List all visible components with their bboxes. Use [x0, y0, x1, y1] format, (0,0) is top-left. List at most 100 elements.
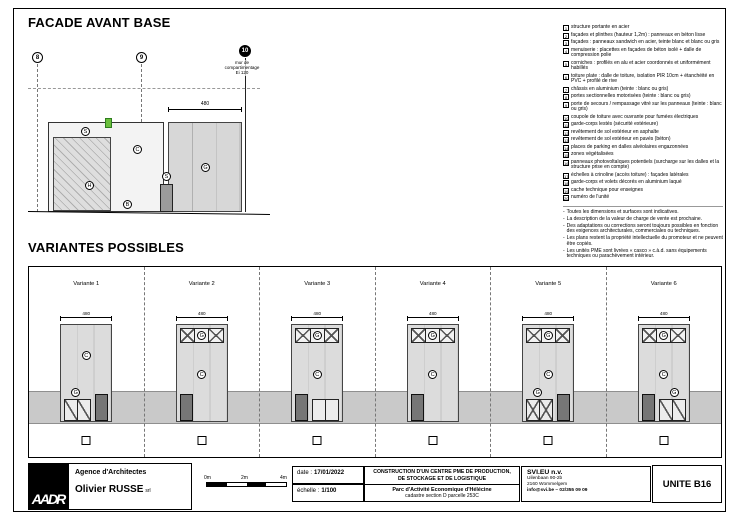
wall-note-line: compartimentage — [224, 65, 260, 71]
legend-note: La description de la valeur de charge de… — [563, 216, 723, 223]
dimension-line — [637, 315, 690, 321]
legend-item: 13 revêtement de sol extérieur en pavés … — [563, 136, 723, 143]
legend-item-number: 8 — [563, 94, 569, 100]
client-address2: 2160 Wommelgem — [527, 481, 568, 487]
legend-item-number: 3 — [563, 40, 569, 46]
label-circle-s: S — [162, 172, 171, 181]
client-block: SVI.EU n.v. Uilenbaan 90-2b 2160 Wommelg… — [521, 466, 651, 502]
legend-item: 19 cache technique pour enseignes — [563, 187, 723, 194]
legend-item-number: 11 — [563, 122, 569, 128]
facade-dimension: 480 — [168, 101, 242, 112]
legend-item-text: toiture plate : dalle de toiture, isolat… — [571, 72, 715, 85]
variant-door — [641, 394, 655, 421]
architect-name: Olivier RUSSE — [75, 484, 144, 495]
label-circle-g: G — [197, 331, 207, 340]
legend-item: 20 numéro de l'unité — [563, 194, 723, 201]
legend-item-text: zones végétalisées — [571, 151, 614, 157]
window-pane — [527, 329, 542, 342]
window-pane — [411, 329, 427, 342]
window-pane — [195, 329, 210, 342]
variant-checkbox[interactable] — [543, 436, 553, 445]
legend-item-text: structure portante en acier — [571, 24, 630, 30]
dimension-value: 480 — [659, 311, 668, 316]
scale-segment — [226, 483, 247, 486]
dimension-value: 480 — [544, 311, 553, 316]
variant-5: Variante 5 480 G C G — [491, 267, 607, 457]
legend-item-text: corniches : profilés en alu et acier coo… — [571, 59, 711, 72]
legend-item-number: 18 — [563, 180, 569, 186]
facade-left-bay: S C H B — [48, 122, 164, 212]
client-name: SVI.EU n.v. — [527, 469, 563, 476]
label-circle-h: H — [85, 181, 94, 190]
highlight-element — [105, 118, 112, 128]
label-circle-c: C — [133, 145, 142, 154]
legend-item-number: 6 — [563, 73, 569, 80]
bottom-windows — [658, 399, 686, 421]
variant-checkbox[interactable] — [659, 436, 669, 445]
scale-bar: 0m 2m 4m — [204, 475, 296, 487]
legend-item-text: châssis en aluminium (teinte : blanc ou … — [571, 85, 669, 92]
legend-item-text: numéro de l'unité — [571, 194, 610, 200]
wall-note-line: mur de — [234, 60, 249, 65]
variant-dimension: 480 — [175, 311, 228, 321]
label-circle-c: C — [543, 370, 553, 379]
legend-item-text: revêtement de sol extérieur en pavés (bé… — [571, 136, 671, 142]
label-circle-g: G — [543, 331, 553, 340]
label-circle-g: G — [669, 388, 679, 397]
dimension-value: 480 — [428, 311, 437, 316]
variant-2: Variante 2 480 G C — [145, 267, 260, 457]
window-pane — [659, 400, 673, 420]
legend-item-number: 16 — [563, 159, 569, 166]
window-pane — [326, 400, 338, 420]
variant-checkbox[interactable] — [312, 436, 322, 445]
window-pane — [555, 329, 570, 342]
project-block: CONSTRUCTION D'UN CENTRE PME DE PRODUCTI… — [364, 466, 520, 502]
legend-item-number: 12 — [563, 129, 569, 136]
label-circle-g: G — [428, 331, 438, 340]
legend-item: 10 coupole de toiture avec ouvrante pour… — [563, 114, 723, 121]
date-label: date : — [297, 470, 313, 476]
window-pane — [657, 329, 672, 342]
label-circle-g: G — [71, 388, 81, 397]
variant-6: Variante 6 480 G C G — [607, 267, 722, 457]
legend-note: Les unités PME sont livrées « casco » c.… — [563, 248, 723, 261]
bottom-windows — [526, 399, 554, 421]
variant-dimension: 480 — [406, 311, 459, 321]
variant-checkbox[interactable] — [81, 436, 91, 445]
variant-label: Variante 6 — [650, 281, 677, 287]
legend-item: 14 places de parking en dalles alvéolair… — [563, 144, 723, 151]
dimension-line — [522, 315, 575, 321]
legend-item: 18 garde-corps et volets décorés en alum… — [563, 179, 723, 186]
legend-item: 7 châssis en aluminium (teinte : blanc o… — [563, 85, 723, 93]
client-contact: info@svi.be – 02/355 09 09 — [527, 487, 588, 493]
scale-label-4m: 4m — [280, 475, 287, 481]
legend-item: 12 revêtement de sol extérieur en asphal… — [563, 128, 723, 136]
legend-item: 16 panneaux photovoltaïques potentiels (… — [563, 159, 723, 172]
variant-label: Variante 3 — [304, 281, 331, 287]
window-pane — [209, 329, 223, 342]
legend-item: 9 porte de secours / rempassage vitré su… — [563, 101, 723, 114]
dimension-line — [291, 315, 344, 321]
scale-label-2m: 2m — [241, 475, 248, 481]
variant-label: Variante 2 — [188, 281, 215, 287]
legend-item-number: 4 — [563, 47, 569, 54]
legend-item-number: 15 — [563, 152, 569, 158]
variant-checkbox[interactable] — [197, 436, 207, 445]
variant-facade-panel: G C — [175, 324, 228, 422]
legend-item-text: revêtement de sol extérieur en asphalte — [571, 128, 659, 135]
scale-label-0m: 0m — [204, 475, 211, 481]
project-title-line1: CONSTRUCTION D'UN CENTRE PME DE PRODUCTI… — [373, 469, 511, 475]
bottom-windows — [312, 399, 340, 421]
legend-notes: Toutes les dimensions et surfaces sont i… — [563, 206, 723, 260]
legend-item-text: menuiserie : placettes en façades de bét… — [571, 46, 702, 59]
client-address1: Uilenbaan 90-2b — [527, 476, 563, 481]
window-pane — [426, 329, 441, 342]
grid-marker-8: 8 — [32, 52, 43, 63]
legend-item: 5 corniches : profilés en alu et acier c… — [563, 59, 723, 73]
variant-dimension: 480 — [637, 311, 690, 321]
variant-label: Variante 5 — [535, 281, 562, 287]
variant-checkbox[interactable] — [428, 436, 438, 445]
variant-label: Variante 1 — [73, 281, 100, 287]
location-line1: Parc d'Activité Economique d'Hélécine — [392, 487, 492, 493]
variant-1: Variante 1 480 C G — [29, 267, 145, 457]
